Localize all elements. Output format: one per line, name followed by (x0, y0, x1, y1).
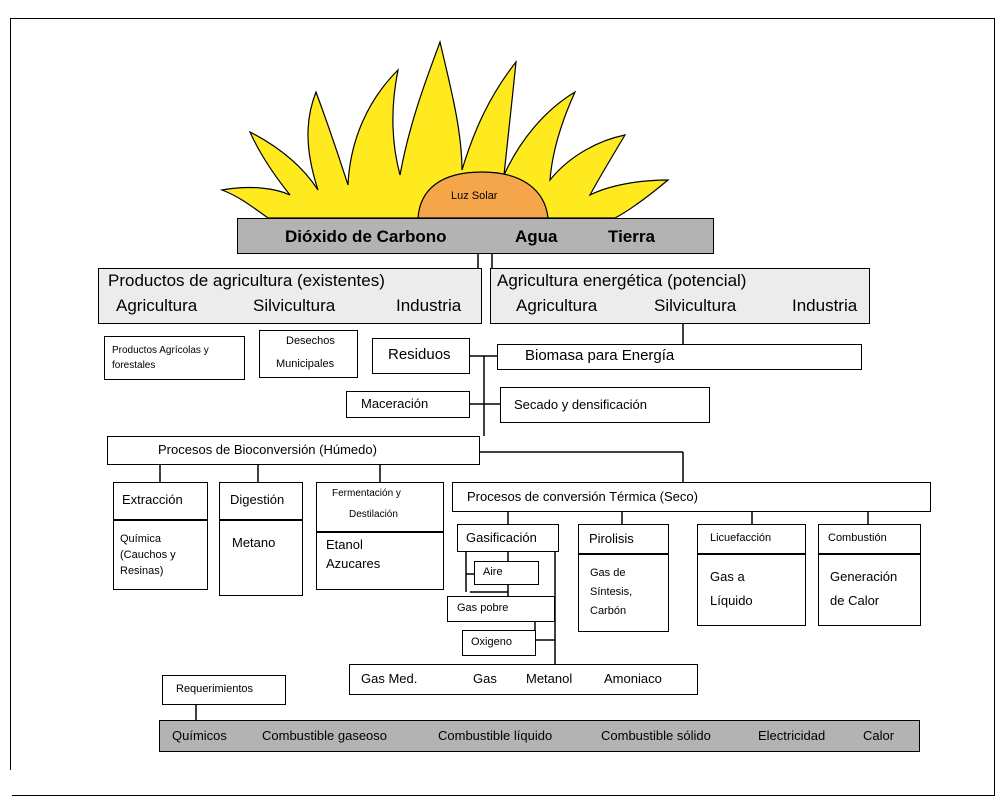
licuefaccion-title-box (697, 524, 806, 554)
sun-core (417, 171, 549, 219)
gasificacion-box (457, 524, 559, 552)
existing-silvicultura: Silvicultura (253, 296, 336, 315)
pirolisis-line2: Síntesis, (590, 586, 633, 598)
combustion-line1: Generación (830, 569, 898, 584)
extraccion-title: Extracción (122, 492, 183, 507)
bottom-electricidad: Electricidad (758, 728, 826, 743)
fermentacion-line2: Azucares (326, 556, 381, 571)
digestion-title-box (219, 482, 303, 520)
extraccion-line2: (Cauchos y (120, 549, 176, 561)
pirolisis-line1: Gas de (590, 567, 626, 579)
digestion-line1: Metano (232, 535, 276, 550)
termica-box (452, 482, 931, 512)
extraccion-line1: Química (120, 533, 161, 545)
combustion-line2: de Calor (830, 593, 880, 608)
bioconversion-box (107, 436, 480, 465)
bottom-comb-gaseoso: Combustible gaseoso (262, 728, 388, 743)
extraccion-body-box (113, 520, 208, 590)
amoniaco-label: Amoniaco (604, 671, 662, 686)
pirolisis-title: Pirolisis (589, 531, 634, 546)
secado-label: Secado y densificación (514, 397, 647, 412)
gas-pobre-box (447, 596, 555, 622)
gasificacion-title: Gasificación (466, 530, 537, 545)
fermentacion-title-box (316, 482, 444, 532)
bottom-quimicos: Químicos (172, 728, 227, 743)
municipal-waste-box (259, 330, 358, 378)
oxigeno-box (462, 630, 536, 656)
metanol-label: Metanol (526, 671, 573, 686)
top-bar (237, 218, 714, 254)
forest-products-box (104, 336, 245, 380)
existing-industria: Industria (396, 296, 462, 315)
licuefaccion-line1: Gas a (710, 569, 745, 584)
top-bar-tierra: Tierra (608, 227, 655, 246)
municipal-line1: Desechos (286, 335, 335, 347)
top-bar-agua: Agua (515, 227, 558, 246)
pirolisis-line3: Carbón (590, 605, 627, 617)
potential-industria: Industria (792, 296, 858, 315)
aire-box (474, 561, 539, 585)
bottom-bar (159, 720, 920, 752)
potential-title: Agricultura energética (potencial) (497, 271, 747, 290)
digestion-title: Digestión (230, 492, 285, 507)
sun-label: Luz Solar (451, 190, 498, 202)
extraccion-line3: Resinas) (120, 565, 164, 577)
existing-title: Productos de agricultura (existentes) (108, 271, 385, 290)
bottom-comb-liquido: Combustible líquido (438, 728, 553, 743)
maceracion-box (346, 391, 470, 418)
bottom-comb-solido: Combustible sólido (601, 728, 711, 743)
requerimientos-label: Requerimientos (176, 683, 254, 695)
fermentacion-body-box (316, 532, 444, 590)
residuos-box (372, 338, 470, 374)
residuos-label: Residuos (388, 346, 451, 363)
digestion-body-box (219, 520, 303, 596)
licuefaccion-body-box (697, 554, 806, 626)
licuefaccion-title: Licuefacción (710, 532, 772, 544)
connector-lines (159, 254, 869, 720)
pirolisis-body-box (578, 554, 669, 632)
aire-label: Aire (483, 566, 503, 578)
secado-box (500, 387, 710, 423)
termica-label: Procesos de conversión Térmica (Seco) (467, 489, 698, 504)
maceracion-label: Maceración (361, 396, 429, 411)
forest-products-line2: forestales (112, 360, 156, 371)
gas-label: Gas (473, 671, 497, 686)
bioconversion-label: Procesos de Bioconversión (Húmedo) (158, 442, 377, 457)
sun-flames (219, 39, 670, 219)
combustion-body-box (818, 554, 921, 626)
extraccion-title-box (113, 482, 208, 520)
existing-agricultura: Agricultura (116, 296, 198, 315)
pirolisis-title-box (578, 524, 669, 554)
gas-pobre-label: Gas pobre (457, 602, 509, 614)
biomasa-box (497, 344, 862, 370)
fermentacion-title1: Fermentación y (332, 488, 401, 499)
fermentacion-title2: Destilación (349, 509, 398, 520)
biomasa-label: Biomasa para Energía (525, 347, 675, 364)
gas-med-label: Gas Med. (361, 671, 418, 686)
requerimientos-box (162, 675, 286, 705)
fermentacion-line1: Etanol (326, 537, 363, 552)
frame-gap (9, 770, 12, 800)
combustion-title: Combustión (828, 532, 887, 544)
bottom-calor: Calor (863, 728, 895, 743)
top-bar-co2: Dióxido de Carbono (285, 227, 447, 246)
potential-box (490, 268, 870, 324)
potential-silvicultura: Silvicultura (654, 296, 737, 315)
potential-agricultura: Agricultura (516, 296, 598, 315)
gas-products-box (349, 664, 698, 695)
combustion-title-box (818, 524, 921, 554)
oxigeno-label: Oxigeno (471, 636, 512, 648)
existing-products-box (98, 268, 482, 324)
municipal-line2: Municipales (276, 358, 335, 370)
licuefaccion-line2: Líquido (710, 593, 753, 608)
forest-products-line1: Productos Agrícolas y (112, 345, 209, 356)
